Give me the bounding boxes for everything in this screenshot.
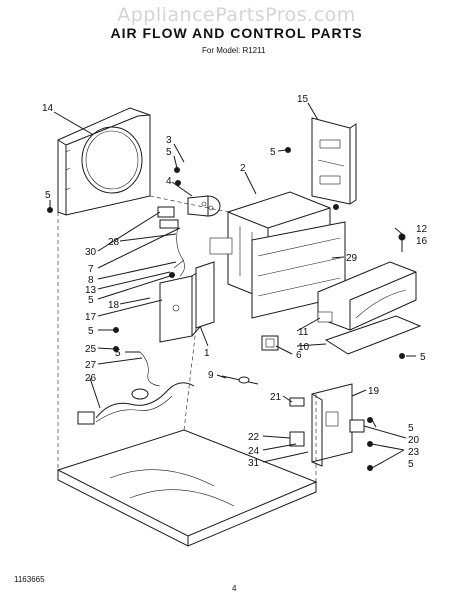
- callout-27: 27: [85, 360, 97, 371]
- document-number: 1163665: [14, 575, 45, 584]
- callout-9: 9: [208, 370, 214, 381]
- callout-28: 28: [108, 237, 120, 248]
- callout-8: 8: [88, 275, 94, 286]
- callout-14: 14: [42, 103, 54, 114]
- callout-11: 11: [298, 327, 309, 338]
- screw-12-part: [398, 233, 406, 252]
- callout-5i: 5: [408, 459, 414, 470]
- callout-5f: 5: [115, 348, 121, 359]
- capacitor-wires-part: [173, 225, 185, 277]
- capacitor-part: [187, 195, 221, 217]
- watermark: AppliancePartsPros.com: [117, 4, 356, 26]
- callout-31: 31: [248, 458, 260, 469]
- callout-17: 17: [85, 312, 97, 323]
- callout-5d: 5: [88, 295, 94, 306]
- wire-harness-part: [77, 351, 195, 425]
- callout-24: 24: [248, 446, 260, 457]
- callout-23: 23: [408, 447, 420, 458]
- callout-22: 22: [248, 432, 260, 443]
- callout-21: 21: [270, 392, 282, 403]
- bracket-part: [311, 117, 357, 205]
- callout-16: 16: [416, 236, 428, 247]
- page-number: 4: [232, 584, 237, 593]
- callout-26: 26: [85, 373, 97, 384]
- callout-12: 12: [416, 224, 428, 235]
- thermostat-plate-part: [195, 261, 215, 329]
- callout-5b: 5: [270, 147, 276, 158]
- small-bracket-part: [157, 206, 179, 229]
- relay-bracket-part: [311, 383, 353, 467]
- callout-29: 29: [346, 253, 358, 264]
- callout-5a: 5: [166, 147, 172, 158]
- callout-30: 30: [85, 247, 97, 258]
- leader-lines: [49, 102, 416, 469]
- callout-25: 25: [85, 344, 97, 355]
- outline-dashes: [57, 195, 317, 482]
- callout-4: 4: [166, 176, 172, 187]
- sensor-part: [221, 375, 259, 385]
- callout-3: 3: [166, 135, 172, 146]
- clip-part: [289, 397, 305, 407]
- model-subtitle: For Model: R1211: [202, 46, 266, 55]
- callout-20: 20: [408, 435, 420, 446]
- diagram-title: AIR FLOW AND CONTROL PARTS: [110, 25, 363, 41]
- callout-15: 15: [297, 94, 309, 105]
- switch-part: [261, 335, 279, 351]
- callout-1: 1: [204, 348, 210, 359]
- front-panel-part: [57, 107, 151, 216]
- callout-7: 7: [88, 264, 94, 275]
- screws: [47, 147, 405, 471]
- callout-5e: 5: [88, 326, 94, 337]
- callout-5c: 5: [45, 190, 51, 201]
- callout-19: 19: [368, 386, 380, 397]
- callout-10: 10: [298, 342, 310, 353]
- callout-2: 2: [240, 163, 246, 174]
- callout-18: 18: [108, 300, 120, 311]
- callout-5g: 5: [420, 352, 426, 363]
- callout-5h: 5: [408, 423, 414, 434]
- callout-6: 6: [296, 350, 302, 361]
- callout-13: 13: [85, 285, 97, 296]
- air-duct-part: [317, 261, 422, 355]
